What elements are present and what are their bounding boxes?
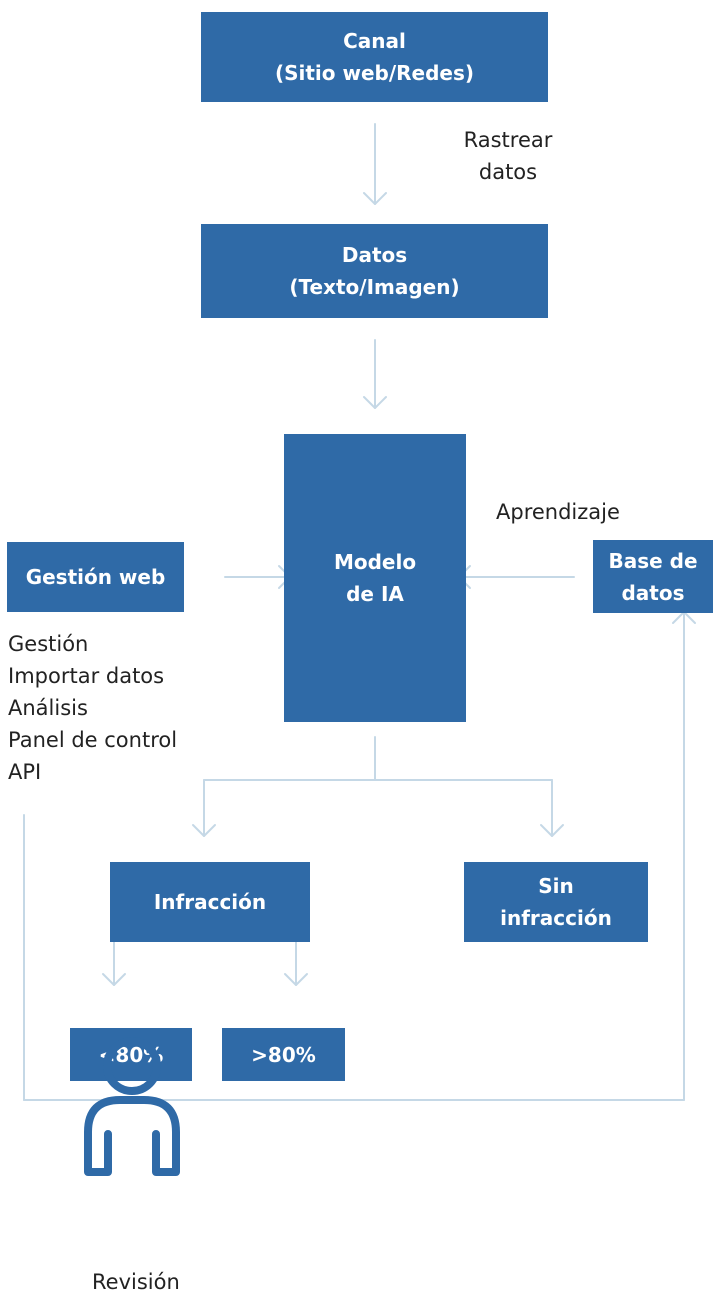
- gestion-feature-item: Análisis: [8, 696, 88, 720]
- gestion-web-node: Gestión web: [7, 542, 184, 612]
- base-datos-subtitle: datos: [621, 580, 685, 605]
- modelo-ia-node: Modelo de IA: [284, 434, 466, 722]
- rastrear-datos-label: Rastrear datos: [458, 124, 558, 188]
- rastrear-line2: datos: [478, 160, 538, 184]
- menos-80-node: <80%: [70, 1028, 192, 1081]
- datos-node: Datos (Texto/Imagen): [201, 224, 548, 318]
- mas-80-node: >80%: [222, 1028, 345, 1081]
- person-icon: [84, 1037, 180, 1176]
- arrow-gestion-to-modelo: [224, 565, 291, 589]
- base-datos-node: Base de datos: [593, 540, 713, 613]
- gestion-feature-item: Panel de control: [8, 728, 178, 752]
- sin-infraccion-subtitle: infracción: [500, 906, 612, 930]
- revision-label: Revisión: [92, 1270, 180, 1294]
- canal-title: Canal: [343, 29, 406, 53]
- arrow-canal-to-datos: [363, 123, 387, 205]
- modelo-subtitle: de IA: [346, 582, 404, 606]
- rastrear-line1: Rastrear: [463, 128, 553, 152]
- base-datos-title: Base de: [608, 548, 698, 573]
- canal-subtitle: (Sitio web/Redes): [274, 61, 475, 85]
- infraccion-node: Infracción: [110, 862, 310, 942]
- gestion-feature-item: Importar datos: [8, 664, 165, 688]
- infraccion-label: Infracción: [153, 890, 267, 914]
- arrow-modelo-split: [192, 736, 564, 837]
- sin-infraccion-title: Sin: [538, 874, 574, 898]
- mas-80-label: >80%: [251, 1042, 316, 1067]
- gestion-web-label: Gestión web: [25, 565, 166, 589]
- aprendizaje-label: Aprendizaje: [496, 500, 620, 524]
- datos-title: Datos: [341, 243, 408, 267]
- gestion-features-list: Gestión Importar datos Análisis Panel de…: [8, 628, 177, 788]
- datos-subtitle: (Texto/Imagen): [289, 275, 460, 299]
- gestion-feature-item: Gestión: [8, 632, 89, 656]
- sin-infraccion-node: Sin infracción: [464, 862, 648, 942]
- canal-node: Canal (Sitio web/Redes): [201, 12, 548, 102]
- arrow-base-to-modelo: [458, 565, 575, 589]
- gestion-feature-item: API: [8, 760, 42, 784]
- modelo-title: Modelo: [333, 550, 417, 574]
- arrow-datos-to-modelo: [363, 339, 387, 409]
